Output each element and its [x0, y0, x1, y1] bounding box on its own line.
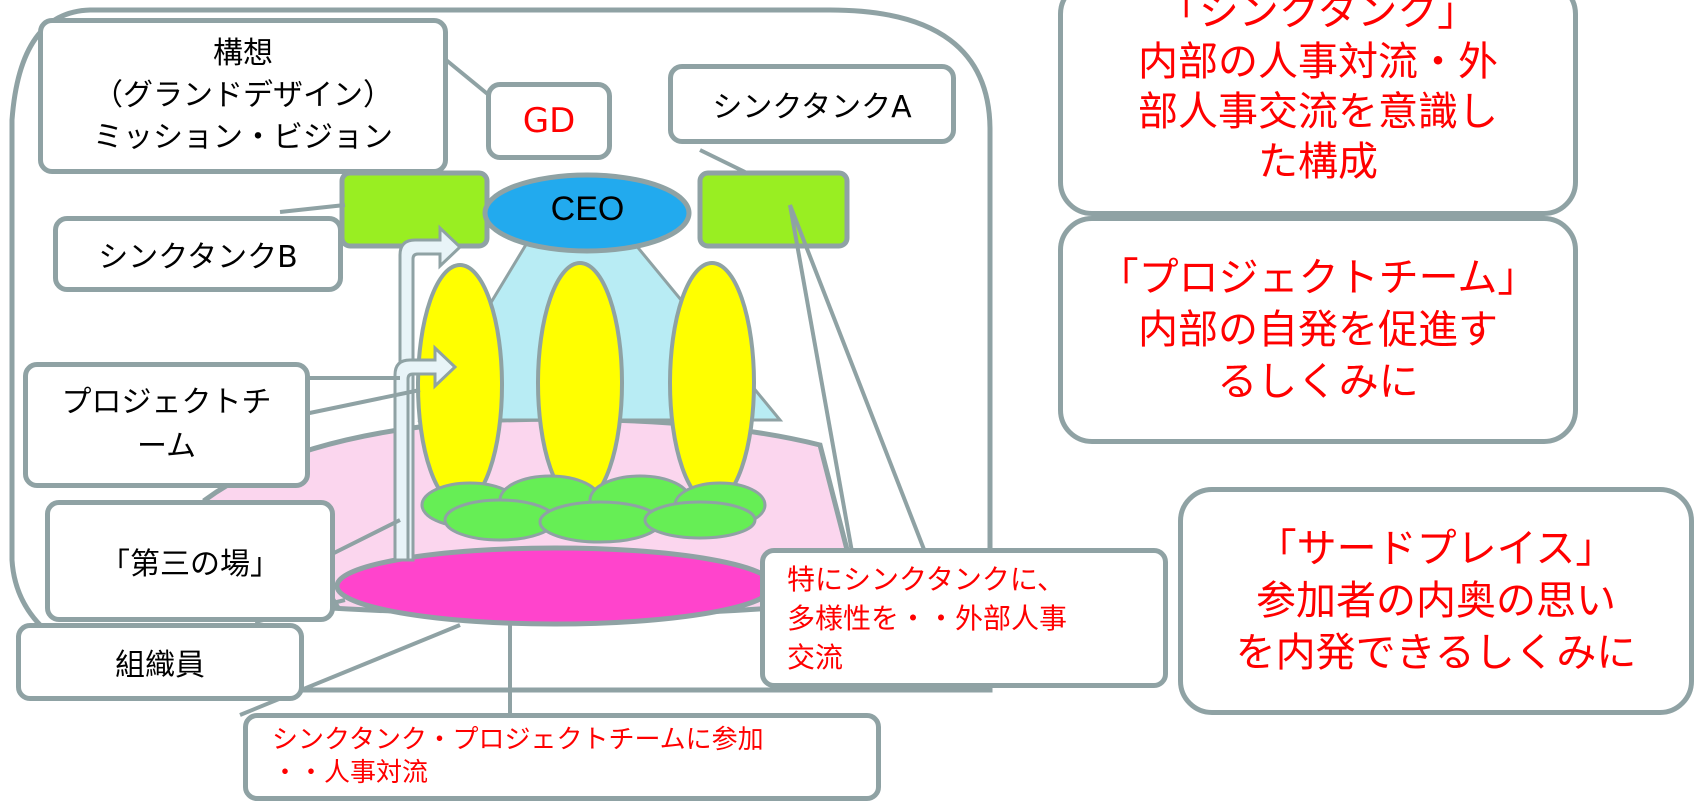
project-team-callout-line: 「プロジェクトチーム」 — [1098, 255, 1538, 301]
participation-note-line: ・・人事対流 — [272, 758, 429, 788]
ceo-ellipse — [482, 172, 692, 254]
think-tank-a-label: シンクタンクA — [712, 90, 912, 125]
think-tank-a-label-box: シンクタンクA — [668, 64, 956, 144]
project-team-callout-line: 内部の自発を促進す — [1138, 307, 1498, 353]
participation-note-box: シンクタンク・プロジェクトチームに参加 ・・人事対流 — [243, 713, 881, 801]
exchange-note-line: 交流 — [787, 640, 844, 674]
think-tank-a-block — [697, 170, 850, 249]
gd-label: GD — [522, 101, 576, 141]
members-label: 組織員 — [115, 648, 205, 683]
vision-label-line: （グランドデザイン） — [93, 78, 393, 113]
participation-note-line: シンクタンク・プロジェクトチームに参加 — [272, 725, 764, 755]
gd-label-box: GD — [486, 82, 612, 160]
members-label-box: 組織員 — [16, 623, 304, 701]
project-team-ellipse-3 — [668, 261, 756, 505]
third-place-label: 「第三の場」 — [100, 547, 280, 582]
project-team-callout-line: るしくみに — [1217, 359, 1419, 405]
project-team-ellipse-2 — [536, 261, 624, 505]
third-place-callout-line: 「サードプレイス」 — [1256, 526, 1616, 572]
third-place-callout-line: 参加者の内奥の思い — [1256, 578, 1616, 624]
think-tank-callout-line: た構成 — [1258, 139, 1378, 185]
ceo-label: CEO — [550, 190, 625, 228]
exchange-note-box: 特にシンクタンクに、 多様性を・・外部人事 交流 — [760, 548, 1168, 688]
vision-label-box: 構想 （グランドデザイン） ミッション・ビジョン — [38, 18, 448, 174]
project-team-label-box: プロジェクトチ ーム — [23, 362, 310, 488]
exchange-note-line: 特にシンクタンクに、 — [787, 562, 1066, 596]
project-team-ellipse-1 — [416, 263, 504, 507]
think-tank-callout: 「シンクタンク」 内部の人事対流・外 部人事交流を意識し た構成 — [1058, 0, 1578, 216]
third-place-cloud — [420, 474, 767, 544]
exchange-note-line: 多様性を・・外部人事 — [787, 601, 1068, 635]
upward-arrow-2 — [393, 344, 458, 562]
think-tank-b-label-box: シンクタンクB — [53, 216, 343, 292]
think-tank-callout-line: 「シンクタンク」 — [1158, 0, 1478, 35]
vision-label-line: 構想 — [213, 36, 273, 71]
project-team-label-line: ーム — [136, 429, 197, 464]
think-tank-b-block — [339, 170, 490, 249]
project-team-callout: 「プロジェクトチーム」 内部の自発を促進す るしくみに — [1058, 216, 1578, 444]
third-place-callout-line: を内発できるしくみに — [1235, 630, 1637, 676]
think-tank-b-label: シンクタンクB — [98, 240, 298, 275]
third-place-label-box: 「第三の場」 — [45, 500, 335, 622]
think-tank-callout-line: 内部の人事対流・外 — [1138, 39, 1498, 85]
vision-label-line: ミッション・ビジョン — [93, 120, 393, 155]
third-place-callout: 「サードプレイス」 参加者の内奥の思い を内発できるしくみに — [1178, 487, 1694, 715]
think-tank-callout-line: 部人事交流を意識し — [1138, 89, 1498, 135]
project-team-label-line: プロジェクトチ — [61, 385, 272, 420]
